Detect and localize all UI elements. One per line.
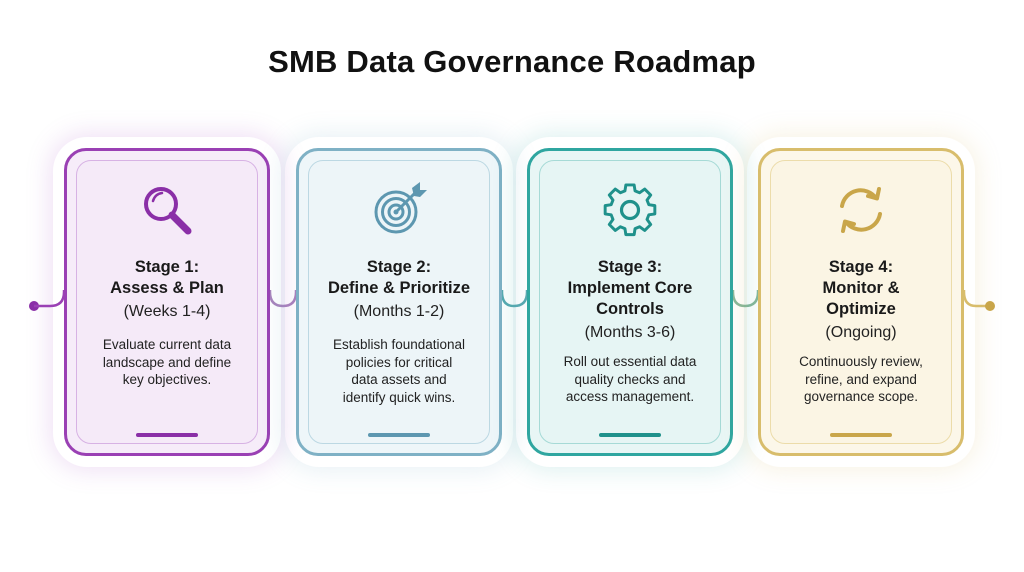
connector-start	[34, 290, 66, 308]
stage-period: (Ongoing)	[825, 324, 897, 341]
stage-card-2: Stage 2: Define & Prioritize (Months 1-2…	[296, 148, 502, 456]
refresh-icon	[830, 179, 892, 241]
stage-period: (Weeks 1-4)	[123, 303, 211, 320]
stage-card-4: Stage 4: Monitor & Optimize (Ongoing) Co…	[758, 148, 964, 456]
gear-icon	[599, 179, 661, 241]
end-dot	[985, 301, 995, 311]
stage-description: Establish foundational policies for crit…	[332, 337, 466, 405]
stage-card-inner	[76, 160, 258, 444]
card-accent-bar	[599, 433, 661, 437]
stage-description: Evaluate current data landscape and defi…	[102, 337, 232, 387]
stage-number: Stage 3:	[597, 258, 663, 276]
target-icon	[368, 179, 430, 241]
stage-title: Stage 4: Monitor & Optimize (Ongoing) Co…	[767, 257, 955, 406]
stage-card-inner	[539, 160, 721, 444]
stage-card-1: Stage 1: Assess & Plan (Weeks 1-4) Evalu…	[64, 148, 270, 456]
card-accent-bar	[368, 433, 430, 437]
stage-number: Stage 2:	[366, 258, 432, 276]
stage-name-continued: Controls	[596, 300, 664, 318]
stage-number: Stage 1:	[134, 258, 200, 276]
stage-card-inner	[770, 160, 952, 444]
stage-description: Roll out essential data quality checks a…	[563, 354, 697, 404]
card-accent-bar	[136, 433, 198, 437]
magnifying-glass-icon	[136, 179, 198, 241]
stage-title: Stage 3: Implement Core Controls (Months…	[536, 257, 724, 406]
connector-2-3	[500, 290, 529, 308]
card-accent-bar	[830, 433, 892, 437]
stage-name: Implement Core	[567, 279, 693, 297]
stage-title: Stage 1: Assess & Plan (Weeks 1-4) Evalu…	[73, 257, 261, 389]
stage-title: Stage 2: Define & Prioritize (Months 1-2…	[305, 257, 493, 406]
stage-name-continued: Optimize	[826, 300, 896, 318]
stage-description: Continuously review, refine, and expand …	[799, 354, 923, 404]
stage-name: Define & Prioritize	[327, 279, 471, 297]
connector-3-4	[731, 290, 760, 308]
stage-period: (Months 3-6)	[584, 324, 676, 341]
stage-number: Stage 4:	[828, 258, 894, 276]
connector-end	[962, 290, 990, 308]
stage-name: Monitor &	[822, 279, 900, 297]
stage-period: (Months 1-2)	[353, 303, 445, 320]
stage-card-3: Stage 3: Implement Core Controls (Months…	[527, 148, 733, 456]
stage-name: Assess & Plan	[110, 279, 224, 297]
page-title: SMB Data Governance Roadmap	[268, 44, 756, 79]
connector-1-2	[268, 290, 298, 308]
